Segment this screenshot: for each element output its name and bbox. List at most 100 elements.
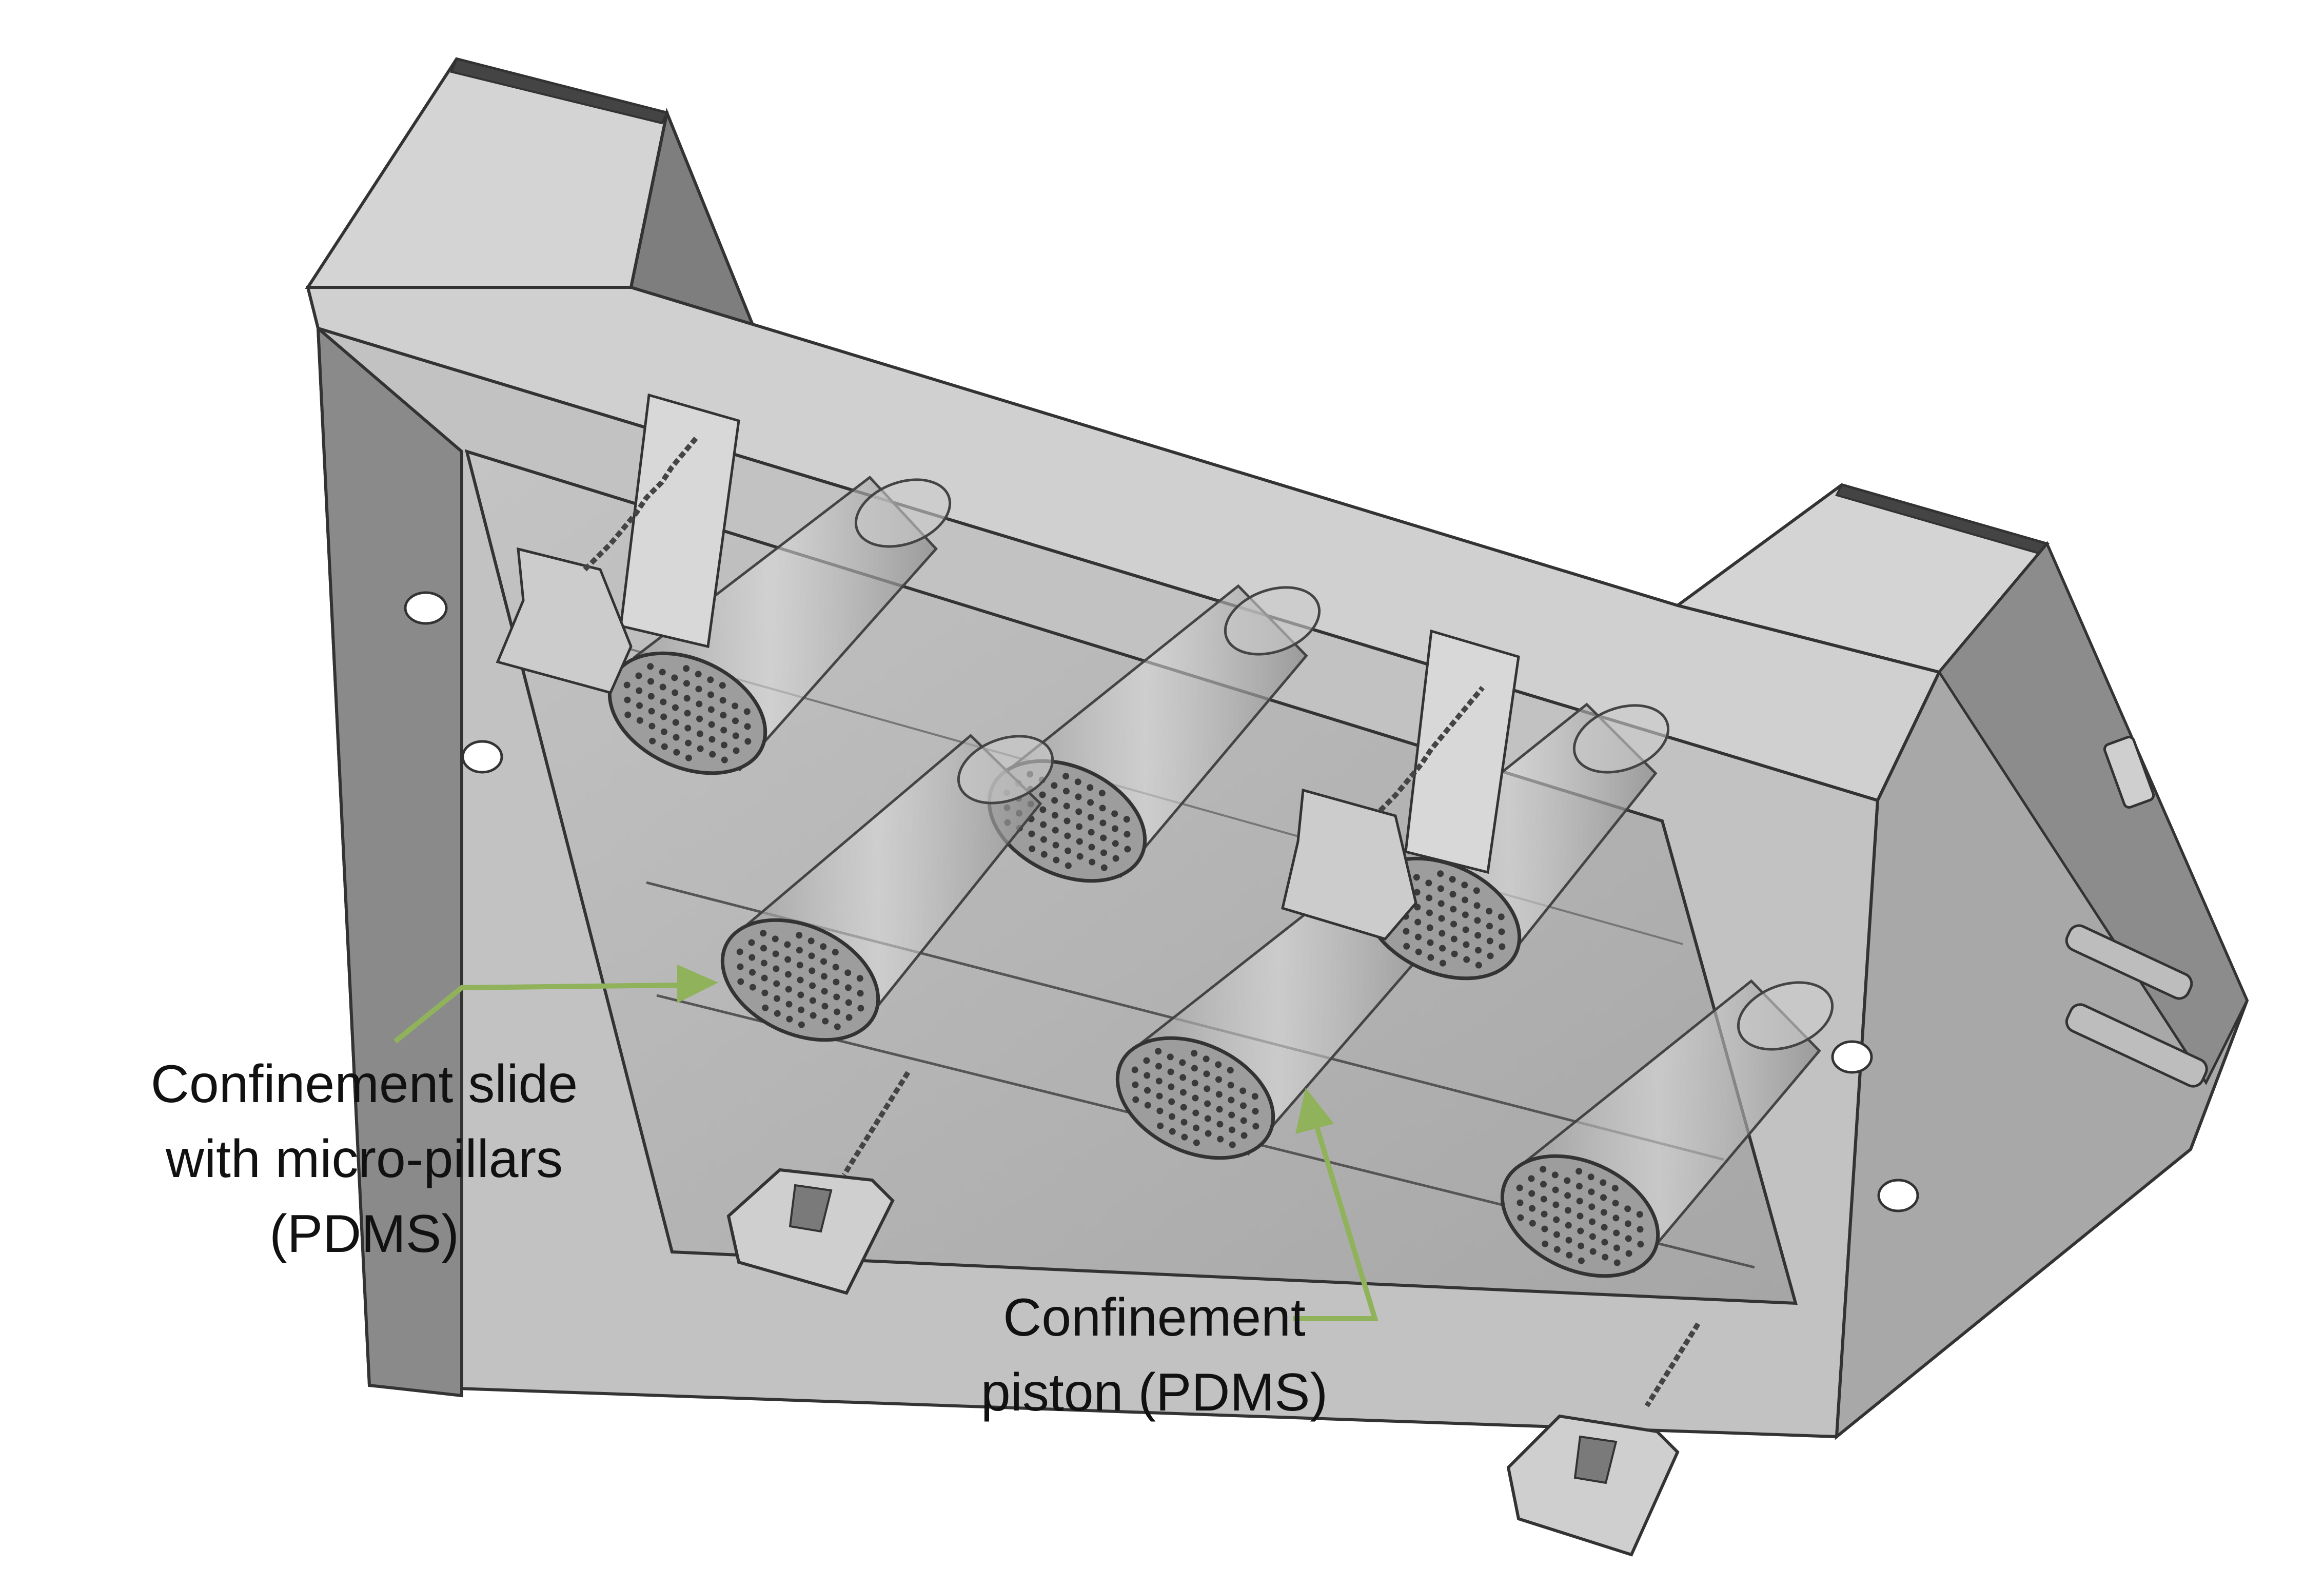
micro-pillar: [708, 736, 716, 743]
micro-pillar: [697, 745, 704, 752]
micro-pillar: [1076, 838, 1083, 845]
micro-pillar: [1192, 1109, 1199, 1116]
spring-icon: [1378, 685, 1485, 813]
clip-icon: [726, 1168, 895, 1295]
micro-pillar: [685, 754, 692, 761]
micro-pillar: [1100, 864, 1108, 871]
connector-icon: [2065, 924, 2193, 1000]
micro-pillar: [719, 697, 726, 704]
micro-pillar: [1203, 1055, 1210, 1063]
micro-pillar: [1064, 832, 1071, 839]
piston-top: [957, 735, 1054, 805]
micro-pillar: [1463, 941, 1470, 948]
micro-pillar: [749, 969, 756, 976]
micro-pillar: [1205, 1130, 1212, 1137]
micro-pillar: [733, 747, 740, 754]
micro-pillar: [761, 989, 769, 996]
piston-cone: [720, 734, 1054, 1042]
micro-pillar: [1228, 1126, 1235, 1133]
micro-pillar: [1216, 1106, 1223, 1113]
micro-pillar: [1564, 1177, 1571, 1184]
micro-pillar: [833, 993, 840, 1001]
micro-pillar: [623, 681, 631, 689]
micro-pillar: [660, 698, 667, 706]
micro-pillar: [1124, 846, 1131, 853]
micro-pillar: [1602, 1253, 1609, 1261]
micro-pillar: [1143, 1057, 1150, 1064]
micro-pillar: [796, 947, 803, 954]
micro-pillar: [1112, 840, 1119, 847]
micro-pillar: [820, 958, 828, 965]
mounting-hole: [461, 740, 503, 774]
micro-pillar: [1204, 1100, 1211, 1107]
spring-icon: [841, 1071, 911, 1177]
micro-pillar: [1427, 939, 1434, 946]
micro-pillar: [744, 723, 751, 730]
micro-pillar: [1588, 1203, 1596, 1210]
micro-pillar: [708, 721, 715, 728]
micro-pillar: [1169, 1128, 1176, 1135]
micro-pillar: [822, 1017, 829, 1025]
micro-pillars: [1516, 1166, 1644, 1266]
micro-pillar: [1461, 881, 1468, 889]
micro-pillar: [1541, 1210, 1548, 1218]
micro-pillar: [1053, 856, 1060, 864]
connector-icon: [2065, 1003, 2208, 1088]
micro-pillar: [1414, 933, 1422, 941]
micro-pillar: [1475, 962, 1482, 969]
micro-pillar: [1075, 793, 1082, 800]
micro-pillar: [1553, 1216, 1560, 1223]
top-clip-left: [496, 393, 740, 694]
micro-pillar: [1076, 823, 1083, 830]
micro-pillar: [673, 734, 680, 741]
micro-pillar: [737, 963, 744, 970]
micro-pillar: [647, 693, 655, 700]
micro-pillar: [683, 680, 690, 687]
micro-pillar: [1063, 802, 1070, 810]
micro-pillar: [1425, 879, 1432, 887]
piston-arrowhead: [1295, 1088, 1334, 1134]
micro-pillar: [1062, 788, 1070, 795]
micro-pillar: [743, 708, 751, 715]
micro-pillar: [648, 722, 656, 730]
piston-top: [1737, 981, 1834, 1051]
micro-pillar: [1427, 954, 1434, 961]
micro-pillar: [1624, 1220, 1631, 1227]
micro-pillar: [1192, 1094, 1199, 1102]
micro-pillar: [1168, 1098, 1175, 1105]
micro-pillar: [797, 976, 804, 984]
micro-pillar: [1039, 791, 1046, 798]
micro-pillar: [1203, 1070, 1210, 1077]
micro-pillar: [1528, 1190, 1535, 1197]
mounting-hole: [1831, 1040, 1873, 1074]
micro-pillar: [635, 672, 642, 679]
micro-pillar: [1251, 1093, 1258, 1100]
micro-pillar: [1088, 829, 1095, 836]
slide-arrow: [393, 983, 683, 1044]
micro-pillar: [1516, 1184, 1523, 1191]
micro-pillar: [1600, 1209, 1607, 1216]
micro-pillar: [1215, 1061, 1222, 1068]
micro-pillar: [857, 990, 864, 997]
piston-cone: [607, 476, 952, 775]
micro-pillar: [1575, 1183, 1583, 1190]
micro-pillar: [1565, 1222, 1572, 1229]
micro-pillar: [1588, 1188, 1595, 1196]
mounting-hole: [404, 591, 448, 625]
micro-pillar: [720, 727, 727, 734]
micro-pillar: [1578, 1257, 1585, 1264]
micro-pillar: [796, 932, 803, 939]
piston-top: [1572, 704, 1670, 774]
piston-cones: [607, 476, 1834, 1278]
micro-pillar: [1426, 909, 1433, 916]
micro-pillar: [1439, 945, 1446, 952]
micro-pillar: [695, 685, 702, 693]
micro-pillar: [1123, 816, 1130, 823]
micro-pillar: [1111, 810, 1118, 817]
micro-pillar: [1487, 952, 1494, 959]
micro-pillar: [1415, 948, 1422, 955]
micro-pillar: [773, 995, 780, 1002]
micro-pillar: [1239, 1087, 1247, 1094]
micro-pillar: [1065, 847, 1072, 854]
micro-pillar: [785, 1001, 793, 1008]
